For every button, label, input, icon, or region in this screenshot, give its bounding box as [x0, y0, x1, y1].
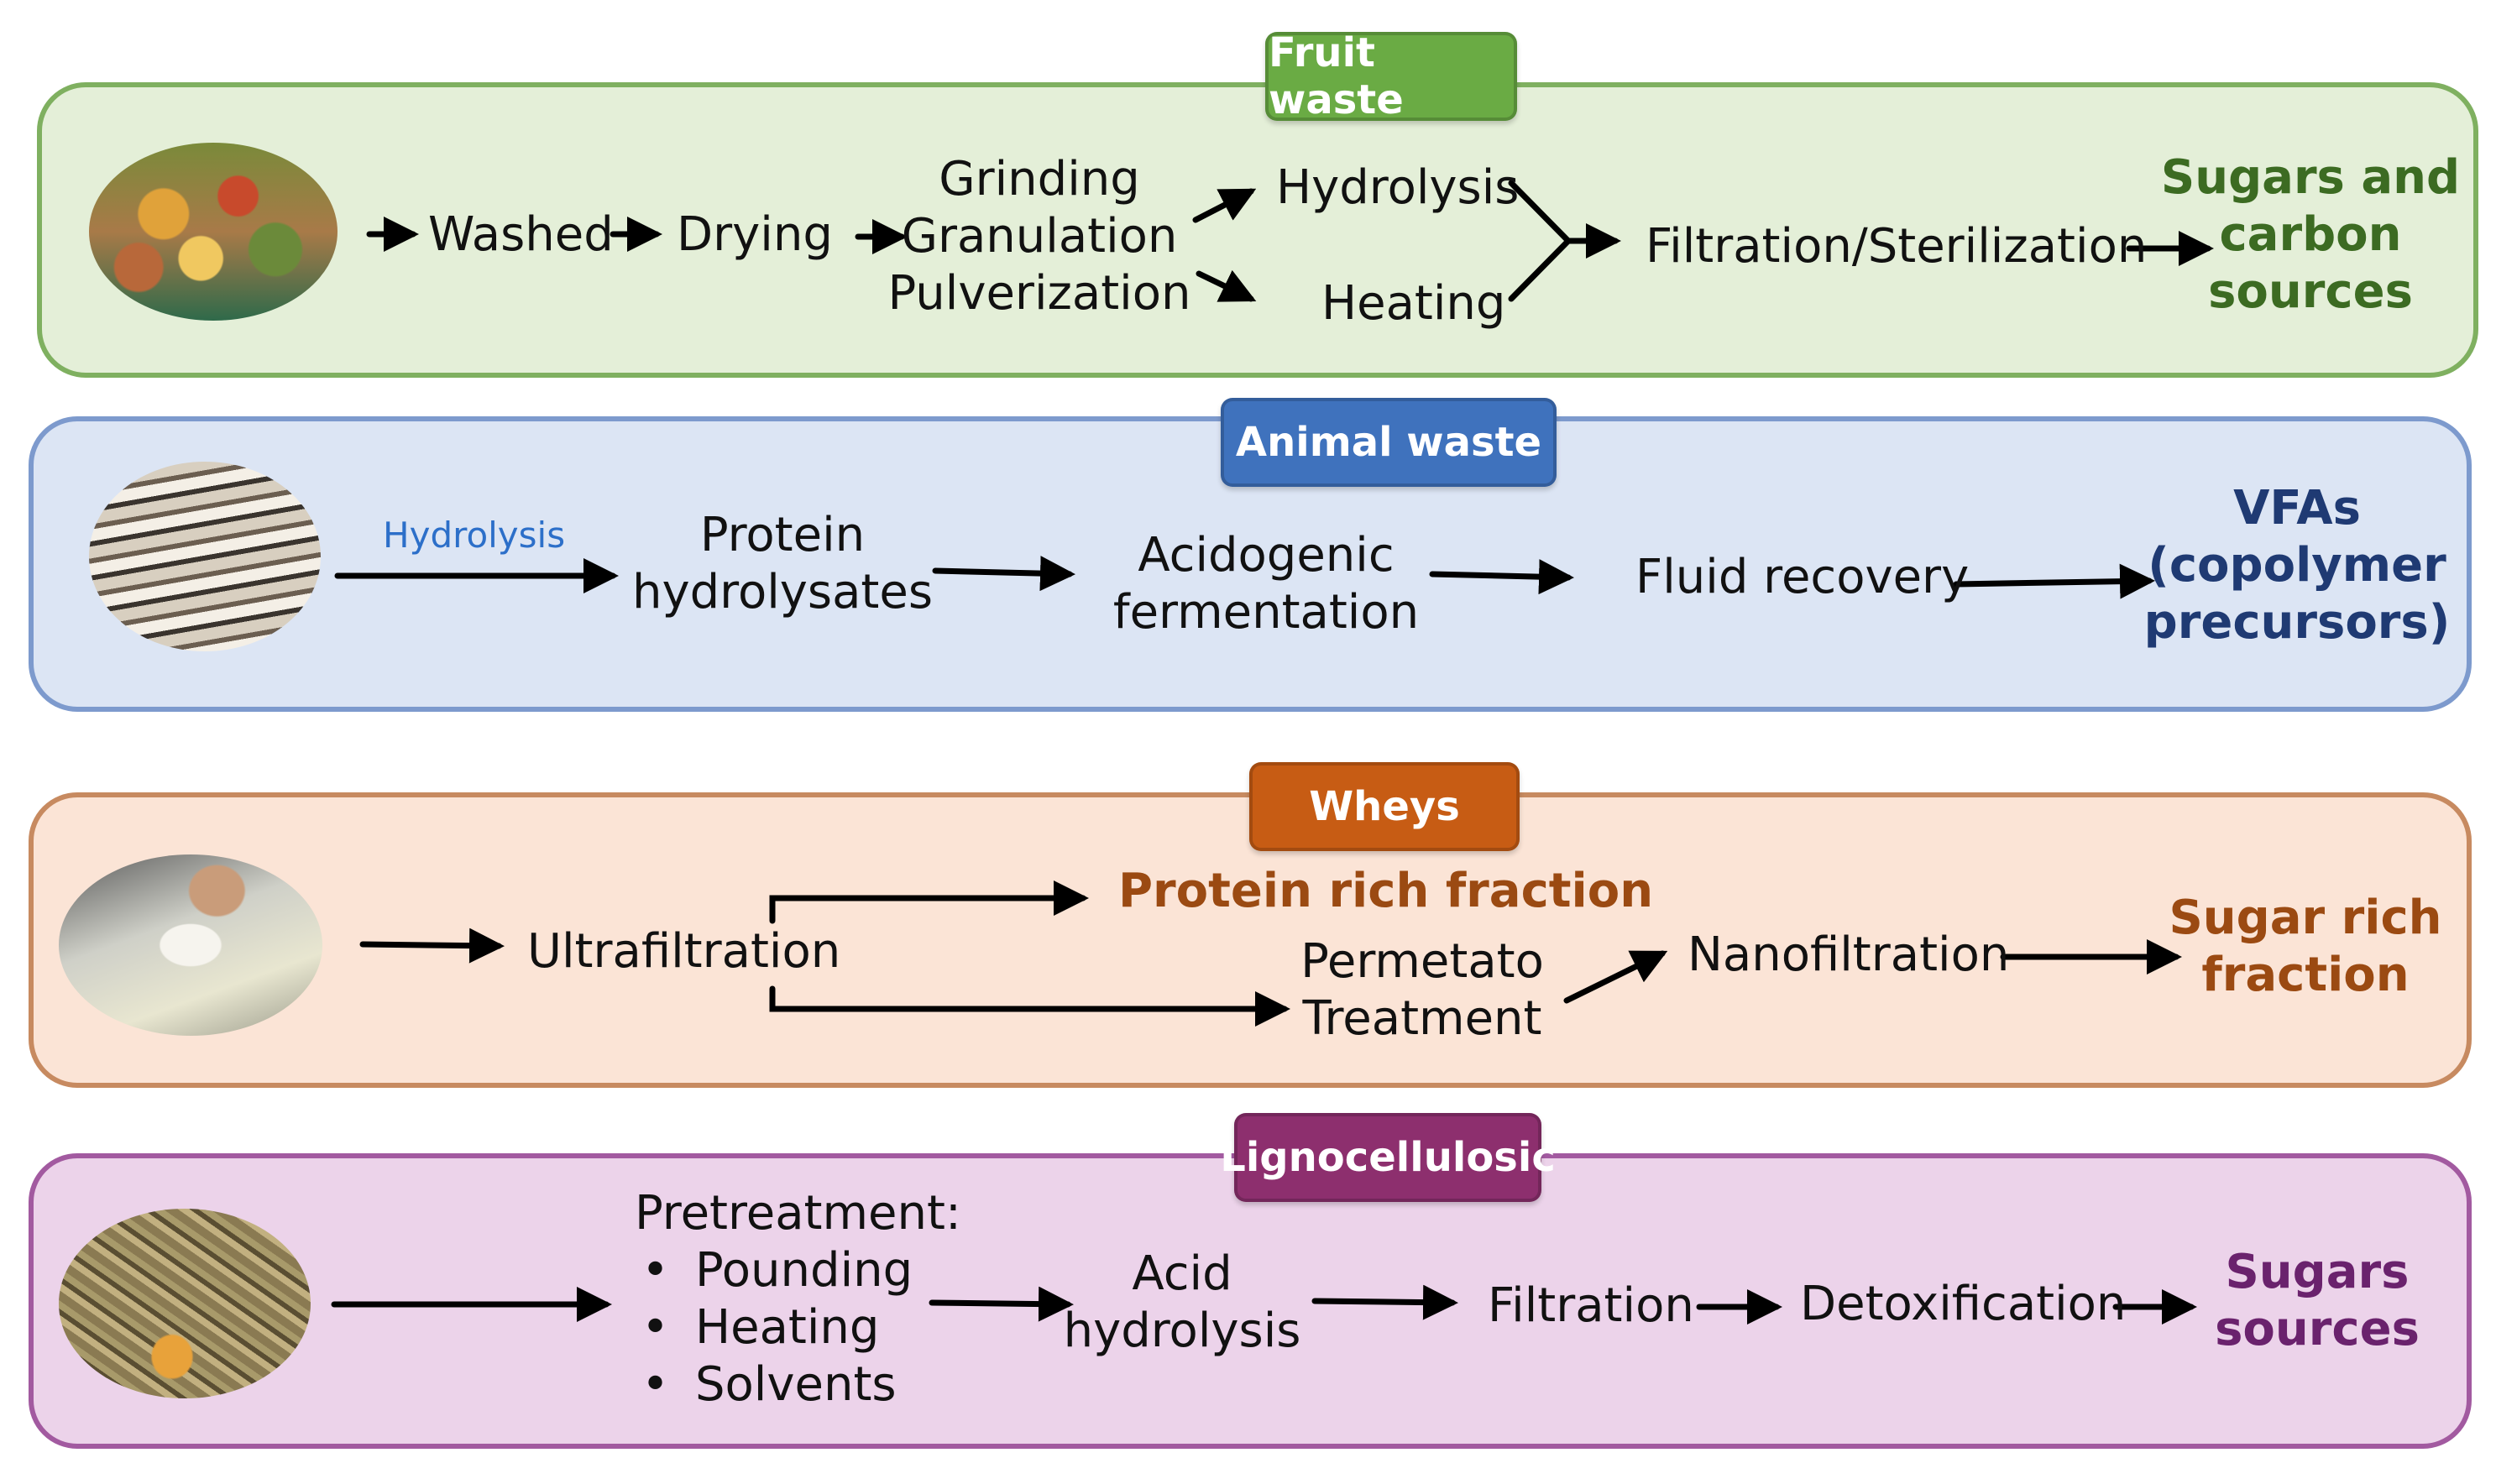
pretreatment: Pretreatment: Pounding Heating Solvents [635, 1185, 961, 1413]
corn-stover-photo [59, 1209, 311, 1398]
merge-bracket [1508, 180, 1572, 302]
list-item: Pounding [635, 1242, 961, 1299]
step-acidogenic-fermentation: Acidogenic fermentation [1112, 528, 1420, 640]
step-protein-hydrolysates: Protein hydrolysates [631, 508, 934, 619]
step-acid-hydrolysis: Acid hydrolysis [1063, 1246, 1301, 1358]
wheys-title: Wheys [1249, 762, 1520, 851]
step-detoxification: Detoxification [1800, 1277, 2127, 1331]
arrow-to-acidogenic [932, 556, 1075, 592]
animal-output: VFAs (copolymer precursors) [2143, 481, 2451, 650]
step-filtration: Filtration [1488, 1278, 1694, 1333]
pretreatment-label: Pretreatment: [635, 1186, 961, 1241]
step-nanofiltration: Nanofiltration [1688, 928, 2010, 982]
whey-output: Sugar rich fraction [2169, 891, 2442, 1002]
step-heating: Heating [1321, 276, 1506, 331]
label-hydrolysis: Hydrolysis [383, 515, 566, 556]
ligno-output: Sugars sources [2215, 1245, 2420, 1356]
arrow-to-ultra [359, 928, 505, 964]
arrow-to-fluid [1429, 559, 1574, 595]
arrow-to-hydrolysis [1192, 188, 1257, 223]
step-hydrolysis: Hydrolysis [1276, 160, 1520, 215]
arrow-to-protein-rich [769, 880, 1089, 924]
list-item: Heating [635, 1299, 961, 1356]
animal-hides-photo [89, 462, 321, 651]
step-drying: Drying [677, 207, 833, 262]
arrow-to-vfas [1953, 563, 2155, 599]
arrow-to-nano [1563, 950, 1668, 1004]
fruit-waste-title: Fruit waste [1265, 29, 1517, 123]
list-item: Solvents [635, 1356, 961, 1413]
arrow-to-filtration-l [1311, 1284, 1458, 1320]
step-washed: Washed [428, 207, 614, 262]
step-filtration-sterilization: Filtration/Sterilization [1646, 219, 2148, 274]
arrow-to-heating [1196, 269, 1257, 302]
step-grinding: Grinding Granulation Pulverization [887, 152, 1191, 321]
lignocellulosic-title: Lignocellulosic [1220, 1113, 1556, 1202]
arrow-to-permetato [769, 985, 1290, 1027]
whey-curd-photo [59, 854, 322, 1036]
animal-waste-title: Animal waste [1221, 398, 1557, 487]
fruit-output: Sugars and carbon sources [2160, 150, 2461, 319]
protein-rich-fraction: Protein rich fraction [1118, 864, 1654, 918]
step-fluid-recovery: Fluid recovery [1635, 550, 1970, 604]
step-ultrafiltration: Ultrafiltration [527, 924, 841, 979]
pretreatment-list: Pounding Heating Solvents [635, 1242, 961, 1413]
fruit-pile-photo [89, 143, 338, 321]
step-permetato-treatment: Permetato Treatment [1300, 934, 1544, 1046]
